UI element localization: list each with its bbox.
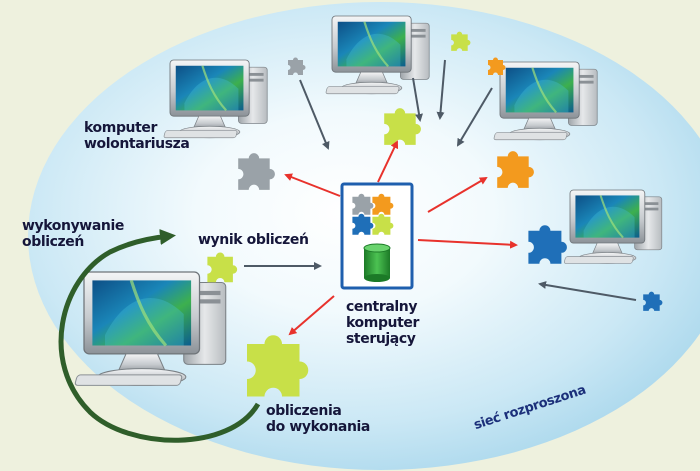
puzzle-lime-small-icon <box>451 31 471 51</box>
arrow-gray-far-right <box>538 281 637 301</box>
puzzle-lime-icon <box>384 108 421 145</box>
puzzle-blue-icon <box>528 225 567 264</box>
label-result: wynik obliczeń <box>198 232 309 248</box>
label-volunteer-computer: komputer wolontariusza <box>84 120 190 152</box>
puzzle-task-icon <box>247 335 309 397</box>
arrow-gray-top-a <box>412 77 423 122</box>
puzzle-gray-icon <box>238 153 275 190</box>
arrow-red-to-left <box>284 173 341 197</box>
label-tasks: obliczenia do wykonania <box>266 403 370 435</box>
database-icon <box>363 243 391 282</box>
puzzle-orange-icon <box>497 151 534 188</box>
computing-loop-arrow <box>58 229 261 443</box>
arrow-red-to-big <box>288 295 335 336</box>
arrow-gray-left <box>299 79 330 150</box>
puzzle-blue-small-icon <box>643 291 663 311</box>
puzzle-gray-small-icon <box>288 57 306 75</box>
central-computer-box <box>340 182 414 290</box>
arrow-red-to-top <box>377 140 399 183</box>
label-computing: wykonywanie obliczeń <box>22 218 124 250</box>
arrow-gray-top-b <box>436 59 446 120</box>
arrow-red-to-far-right <box>417 239 518 249</box>
label-central-computer: centralny komputer sterujący <box>346 299 420 347</box>
arrow-red-to-right <box>427 176 488 213</box>
puzzle-result-icon <box>207 252 238 283</box>
puzzle-orange-small-icon <box>488 57 506 75</box>
arrow-gray-right <box>456 87 493 147</box>
